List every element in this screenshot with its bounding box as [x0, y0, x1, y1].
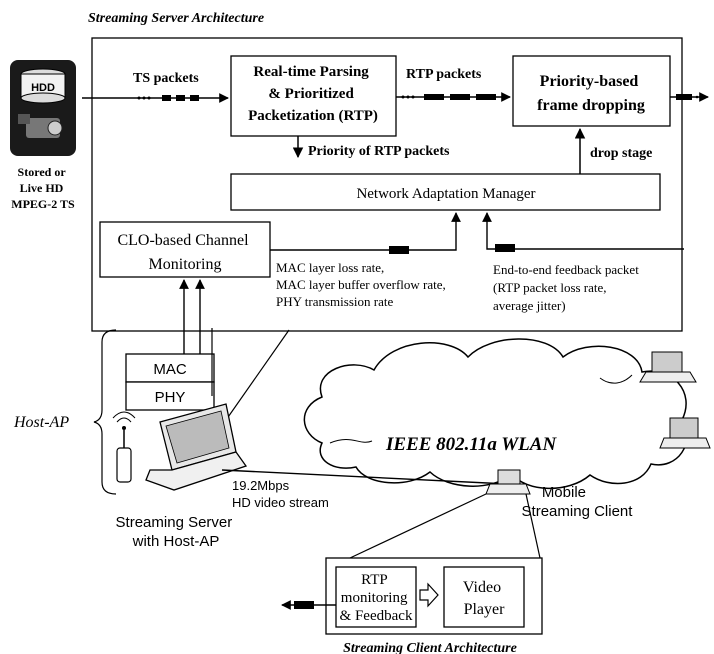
client-caption-line: Streaming Client — [522, 503, 634, 520]
rtp-monitoring-box — [335, 566, 417, 628]
client-connector-line — [349, 493, 487, 559]
server-arch-frame — [91, 37, 683, 332]
phy-box — [125, 381, 215, 411]
video-player-line: Video — [463, 579, 501, 596]
rtp-packet-icons — [401, 94, 496, 100]
feedback-packet-icon — [495, 244, 515, 252]
mac-label: MAC — [153, 361, 187, 378]
wlan-cloud — [303, 338, 688, 490]
camera-icon — [18, 114, 63, 138]
antenna-icon — [112, 411, 136, 483]
rtp-packets-label: RTP packets — [406, 67, 482, 82]
video-player-line: Player — [464, 601, 506, 618]
parsing-box-text: Real-time Parsing & Prioritized Packetiz… — [248, 64, 378, 124]
rtp-monitoring-text: RTP monitoring & Feedback — [340, 572, 413, 624]
rtp-monitoring-line: & Feedback — [340, 608, 413, 624]
parsing-box — [230, 55, 397, 137]
mac-box — [125, 353, 215, 383]
mac-info-line: MAC layer loss rate, — [276, 260, 384, 275]
mobile-client-laptop-icon — [485, 469, 531, 495]
feedback-info-line: average jitter) — [493, 298, 566, 313]
client-laptop-icon — [639, 351, 697, 383]
feedback-info-line: End-to-end feedback packet — [493, 262, 639, 277]
dropping-box-text: Priority-based frame dropping — [537, 73, 645, 114]
clo-box — [99, 221, 271, 278]
rtp-monitoring-line: RTP — [361, 572, 387, 588]
stream-arrow — [221, 469, 509, 489]
ts-packets-label: TS packets — [133, 71, 199, 86]
clo-to-nam-arrow — [270, 212, 461, 251]
parsing-box-line: & Prioritized — [268, 86, 354, 102]
client-arch-title: Streaming Client Architecture — [343, 641, 517, 654]
host-ap-brace — [93, 329, 117, 495]
stream-caption-line: 19.2Mbps — [232, 478, 290, 493]
feedback-out-packet-icon — [294, 601, 314, 609]
source-device-icon: HDD — [10, 60, 76, 156]
clo-box-line: Monitoring — [149, 256, 222, 273]
feedback-to-nam-arrow — [482, 212, 684, 250]
video-player-box — [443, 566, 525, 628]
source-caption-line: Stored or — [18, 165, 67, 179]
clo-box-text: CLO-based Channel Monitoring — [117, 232, 252, 273]
phy-label: PHY — [155, 389, 186, 406]
stream-caption-line: HD video stream — [232, 495, 329, 510]
client-caption: Mobile Streaming Client — [522, 484, 634, 520]
dropping-box-line: frame dropping — [537, 97, 645, 114]
server-arch-title: Streaming Server Architecture — [88, 11, 264, 26]
client-connector-line — [525, 493, 541, 559]
video-player-text: Video Player — [463, 579, 505, 618]
wlan-label: IEEE 802.11a WLAN — [385, 434, 557, 455]
dropping-box — [512, 55, 671, 127]
parsing-box-line: Real-time Parsing — [253, 64, 369, 80]
source-caption-line: MPEG-2 TS — [11, 197, 75, 211]
nam-box — [230, 173, 661, 211]
mac-info-text: MAC layer loss rate, MAC layer buffer ov… — [276, 260, 449, 309]
client-laptop-icon — [659, 417, 711, 449]
feedback-info-text: End-to-end feedback packet (RTP packet l… — [493, 262, 642, 313]
source-caption-line: Live HD — [20, 181, 64, 195]
client-caption-line: Mobile — [542, 484, 586, 501]
server-caption: Streaming Server with Host-AP — [116, 514, 237, 550]
output-packet-icon — [676, 94, 692, 100]
server-caption-line: with Host-AP — [132, 533, 220, 550]
hollow-arrow-icon — [419, 582, 439, 608]
clo-box-line: CLO-based Channel — [117, 232, 249, 249]
source-caption: Stored or Live HD MPEG-2 TS — [11, 165, 75, 211]
mac-info-line: MAC layer buffer overflow rate, — [276, 277, 446, 292]
ts-packet-icons — [137, 95, 199, 101]
mac-info-line: PHY transmission rate — [276, 294, 393, 309]
server-laptop-icon — [145, 329, 290, 491]
clo-packet-icon — [389, 246, 409, 254]
server-caption-line: Streaming Server — [116, 514, 233, 531]
feedback-info-line: (RTP packet loss rate, — [493, 280, 607, 295]
host-ap-label: Host-AP — [13, 414, 69, 431]
parsing-box-line: Packetization (RTP) — [248, 108, 378, 124]
drop-stage-label: drop stage — [590, 146, 652, 161]
hdd-label: HDD — [31, 82, 55, 94]
priority-label: Priority of RTP packets — [308, 144, 450, 159]
stream-caption: 19.2Mbps HD video stream — [232, 478, 329, 510]
dropping-box-line: Priority-based — [540, 73, 639, 90]
nam-label: Network Adaptation Manager — [356, 186, 535, 202]
rtp-monitoring-line: monitoring — [341, 590, 408, 606]
